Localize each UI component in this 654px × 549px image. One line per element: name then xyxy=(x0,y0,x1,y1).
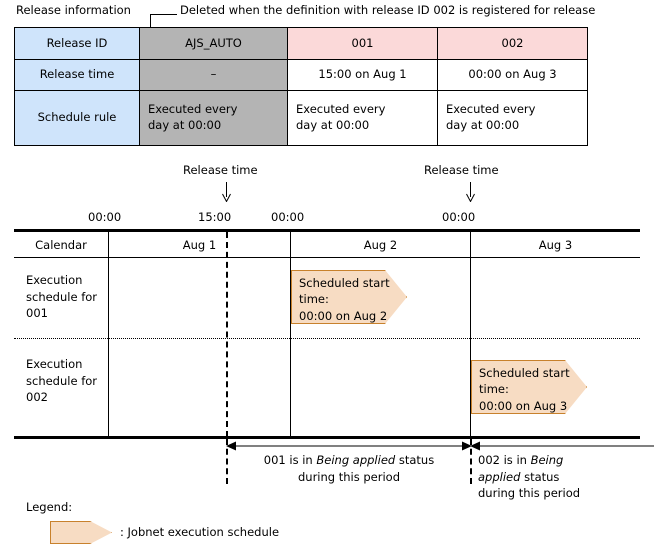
row-label-execution-schedule-002: Execution schedule for 002 xyxy=(26,357,98,405)
tick-label-0000-c: 00:00 xyxy=(442,210,476,224)
legend-title: Legend: xyxy=(26,500,73,514)
legend-jobnet-schedule-shape xyxy=(50,521,112,544)
timeline-top-rule xyxy=(14,229,640,232)
calendar-row-divider xyxy=(14,257,640,258)
execution-rows-divider xyxy=(14,338,640,339)
cell-release-time-002: 00:00 on Aug 3 xyxy=(437,59,588,91)
day-label-aug1: Aug 1 xyxy=(182,238,217,252)
release-time-dashed-line-001-lower xyxy=(226,439,228,484)
release-time-marker-label-1: Release time xyxy=(183,163,258,177)
day-separator-aug2-aug3-header xyxy=(470,232,471,257)
day-separator-aug2-aug3 xyxy=(470,258,471,437)
jobnet-schedule-callout-001-text: Scheduled start time: 00:00 on Aug 2 xyxy=(299,276,390,323)
status-text-002-suffix: status xyxy=(520,469,560,484)
row-header-schedule-rule: Schedule rule xyxy=(14,90,140,146)
status-text-002-prefix: 002 is in xyxy=(478,453,531,467)
day-label-aug3: Aug 3 xyxy=(538,238,573,252)
down-arrow-icon-1 xyxy=(222,182,231,202)
deleted-note-label: Deleted when the definition with release… xyxy=(180,3,596,17)
status-text-001-prefix: 001 is in xyxy=(263,453,317,467)
day-label-aug2: Aug 2 xyxy=(363,238,398,252)
status-text-001-emphasis: Being applied xyxy=(316,453,396,467)
release-time-dashed-line-002-lower xyxy=(470,439,472,484)
tick-label-0000-b: 00:00 xyxy=(271,210,305,224)
tick-label-1500: 15:00 xyxy=(198,210,232,224)
tick-label-0000-a: 00:00 xyxy=(88,210,122,224)
release-information-table: Release ID AJS_AUTO 001 002 Release time… xyxy=(14,27,588,146)
release-time-dashed-line-001 xyxy=(226,232,228,437)
leader-line-horizontal xyxy=(150,14,177,15)
cell-schedule-rule-001: Executed every day at 00:00 xyxy=(287,90,438,146)
release-time-marker-label-2: Release time xyxy=(424,163,499,177)
table-row-release-id: Release ID AJS_AUTO 001 002 xyxy=(14,27,588,60)
cell-schedule-rule-002: Executed every day at 00:00 xyxy=(437,90,588,146)
day-separator-aug1-aug2 xyxy=(290,232,291,437)
status-text-002: 002 is in Being applied status during th… xyxy=(478,452,648,502)
table-row-release-time: Release time – 15:00 on Aug 1 00:00 on A… xyxy=(14,59,588,91)
jobnet-schedule-callout-002-text: Scheduled start time: 00:00 on Aug 3 xyxy=(479,366,570,413)
jobnet-schedule-callout-001: Scheduled start time: 00:00 on Aug 2 xyxy=(291,270,407,324)
status-text-002-second-line: during this period xyxy=(478,486,581,501)
row-header-release-id: Release ID xyxy=(14,27,140,60)
status-text-002-emphasis2: applied xyxy=(478,469,521,484)
timeline-bottom-rule xyxy=(14,436,640,439)
table-row-schedule-rule: Schedule rule Executed every day at 00:0… xyxy=(14,90,588,146)
cell-release-id-001: 001 xyxy=(287,27,438,60)
status-text-001-second-line: during this period xyxy=(297,469,401,484)
down-arrow-icon-2 xyxy=(466,182,475,202)
status-span-arrow-001 xyxy=(226,441,472,451)
cell-release-time-001: 15:00 on Aug 1 xyxy=(287,59,438,91)
row-label-execution-schedule-001: Execution schedule for 001 xyxy=(26,273,98,321)
status-text-002-emphasis: Being xyxy=(530,453,564,467)
legend-caption: : Jobnet execution schedule xyxy=(120,525,280,539)
cell-release-time-auto: – xyxy=(139,59,288,91)
status-text-001-suffix: status xyxy=(395,453,435,467)
row-header-release-time: Release time xyxy=(14,59,140,91)
release-information-label: Release information xyxy=(16,3,131,17)
cell-release-id-002: 002 xyxy=(437,27,588,60)
status-span-arrow-002 xyxy=(470,441,654,451)
calendar-row-label: Calendar xyxy=(35,238,87,252)
column-separator-labels xyxy=(108,232,109,437)
cell-release-id-auto: AJS_AUTO xyxy=(139,27,288,60)
jobnet-schedule-callout-002: Scheduled start time: 00:00 on Aug 3 xyxy=(471,360,587,414)
cell-schedule-rule-auto: Executed every day at 00:00 xyxy=(139,90,288,146)
status-text-001: 001 is in Being applied status during th… xyxy=(230,452,468,485)
